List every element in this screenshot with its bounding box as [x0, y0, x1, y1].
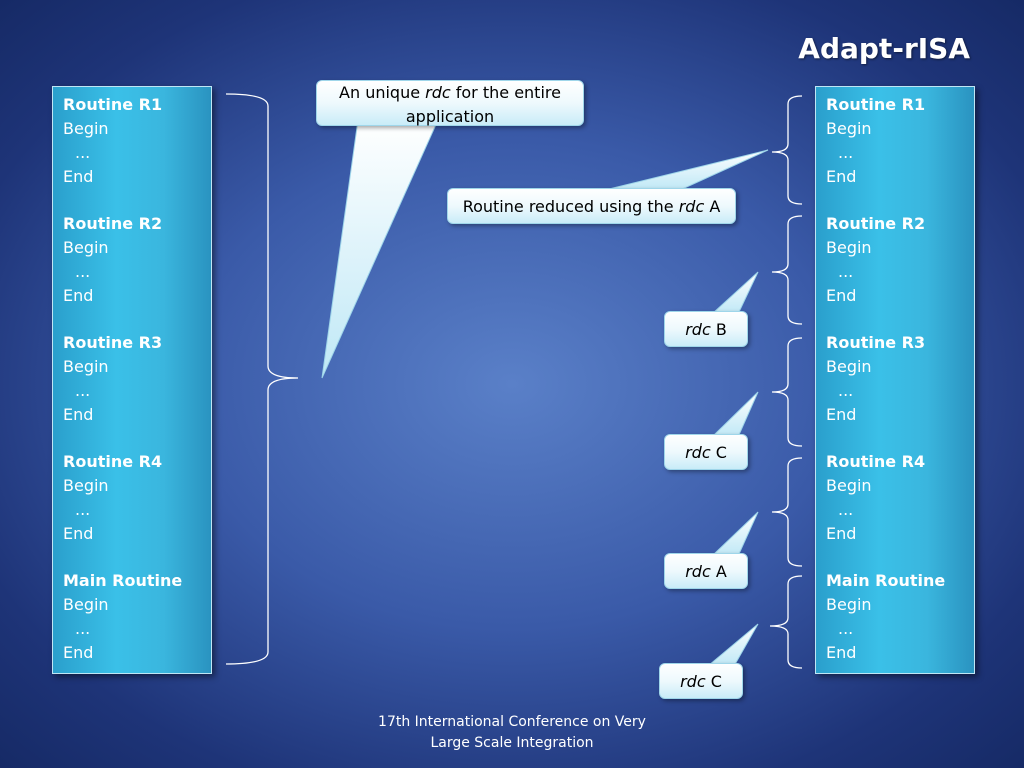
- left-routine-block-r2: Routine R2 Begin ... End: [63, 212, 201, 308]
- callout-emphasis: rdc: [425, 83, 451, 102]
- rdc-c2-pointer: [706, 623, 759, 667]
- conference-footer: 17th International Conference on Very La…: [340, 712, 684, 754]
- right-bracket-r4: [771, 457, 803, 567]
- routine-name: Routine R1: [826, 95, 926, 114]
- routine-body: ...: [75, 500, 91, 519]
- callout-emphasis: rdc: [685, 562, 711, 581]
- routine-end: End: [63, 286, 94, 305]
- routine-begin: Begin: [826, 119, 872, 138]
- routine-end: End: [826, 643, 857, 662]
- routine-body: ...: [838, 619, 854, 638]
- rdc-c1-callout: rdc C: [664, 434, 748, 470]
- routine-begin: Begin: [826, 476, 872, 495]
- callout-text: C: [710, 443, 727, 462]
- routine-end: End: [63, 524, 94, 543]
- routine-body: ...: [838, 500, 854, 519]
- routine-end: End: [826, 286, 857, 305]
- rdc-b-callout: rdc B: [664, 311, 748, 347]
- slide-title: Adapt-rISA: [798, 32, 970, 65]
- routine-end: End: [63, 167, 94, 186]
- callout-text: An unique: [339, 83, 426, 102]
- right-routine-block-main: Main Routine Begin ... End: [826, 569, 964, 665]
- routine-begin: Begin: [63, 476, 109, 495]
- routine-name: Routine R2: [826, 214, 926, 233]
- routine-body: ...: [838, 143, 854, 162]
- routine-begin: Begin: [826, 595, 872, 614]
- routine-end: End: [826, 524, 857, 543]
- rdc-c1-pointer: [710, 391, 759, 438]
- unique-callout-pointer: [321, 119, 439, 379]
- callout-emphasis: rdc: [685, 443, 711, 462]
- right-routine-block-r4: Routine R4 Begin ... End: [826, 450, 964, 546]
- routine-end: End: [826, 405, 857, 424]
- right-routine-panel: Routine R1 Begin ... End Routine R2 Begi…: [815, 86, 975, 674]
- callout-text: B: [710, 320, 727, 339]
- right-bracket-r2: [771, 215, 803, 325]
- routine-end: End: [826, 167, 857, 186]
- left-routine-block-r3: Routine R3 Begin ... End: [63, 331, 201, 427]
- callout-emphasis: rdc: [685, 320, 711, 339]
- left-routine-block-main: Main Routine Begin ... End: [63, 569, 201, 665]
- rdc-c2-callout: rdc C: [659, 663, 743, 699]
- rdc-a-callout: rdc A: [664, 553, 748, 589]
- routine-body: ...: [838, 381, 854, 400]
- left-routine-block-r4: Routine R4 Begin ... End: [63, 450, 201, 546]
- reduced-routine-callout: Routine reduced using the rdc A: [447, 188, 736, 224]
- routine-begin: Begin: [826, 357, 872, 376]
- routine-end: End: [63, 405, 94, 424]
- callout-text: Routine reduced using the: [462, 197, 679, 216]
- routine-name: Routine R4: [826, 452, 926, 471]
- footer-line-1: 17th International Conference on Very: [378, 714, 646, 730]
- callout-text: A: [704, 197, 721, 216]
- routine-name: Routine R2: [63, 214, 163, 233]
- right-bracket-r1: [771, 95, 803, 205]
- routine-body: ...: [75, 262, 91, 281]
- right-routine-block-r3: Routine R3 Begin ... End: [826, 331, 964, 427]
- rdc-a-pointer: [710, 511, 759, 557]
- routine-name: Main Routine: [826, 571, 946, 590]
- routine-body: ...: [75, 143, 91, 162]
- callout-text: for the entire application: [405, 83, 561, 126]
- callout-emphasis: rdc: [678, 197, 705, 216]
- routine-name: Routine R4: [63, 452, 163, 471]
- right-bracket-main: [769, 575, 803, 669]
- left-bracket: [225, 93, 299, 665]
- routine-begin: Begin: [63, 357, 109, 376]
- right-routine-block-r1: Routine R1 Begin ... End: [826, 93, 964, 189]
- callout-text: C: [705, 672, 722, 691]
- routine-end: End: [63, 643, 94, 662]
- routine-begin: Begin: [63, 119, 109, 138]
- footer-line-2: Large Scale Integration: [430, 735, 594, 751]
- routine-body: ...: [838, 262, 854, 281]
- routine-begin: Begin: [826, 238, 872, 257]
- right-bracket-r3: [771, 337, 803, 447]
- routine-body: ...: [75, 619, 91, 638]
- right-routine-block-r2: Routine R2 Begin ... End: [826, 212, 964, 308]
- routine-name: Routine R1: [63, 95, 163, 114]
- left-routine-block-r1: Routine R1 Begin ... End: [63, 93, 201, 189]
- left-routine-panel: Routine R1 Begin ... End Routine R2 Begi…: [52, 86, 212, 674]
- reduced-callout-pointer: [604, 149, 769, 191]
- callout-text: A: [710, 562, 727, 581]
- routine-name: Main Routine: [63, 571, 183, 590]
- unique-rdc-callout: An unique rdc for the entire application: [316, 80, 584, 126]
- routine-name: Routine R3: [63, 333, 163, 352]
- routine-body: ...: [75, 381, 91, 400]
- routine-begin: Begin: [63, 595, 109, 614]
- rdc-b-pointer: [710, 271, 759, 315]
- callout-emphasis: rdc: [680, 672, 706, 691]
- routine-begin: Begin: [63, 238, 109, 257]
- routine-name: Routine R3: [826, 333, 926, 352]
